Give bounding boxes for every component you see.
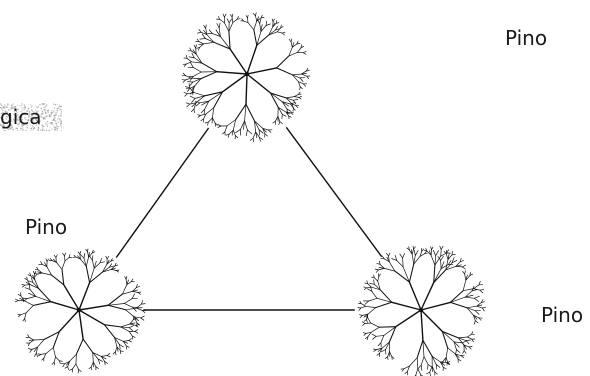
tree-symbol-left [15,249,146,373]
node-label-top: Pino [505,26,547,50]
cropped-textured-label: gica [0,103,62,131]
connection-top-left [116,128,208,258]
tree-symbol-right [358,246,486,376]
node-label-right: Pino [541,303,583,327]
node-label-left: Pino [25,215,67,239]
connections [116,127,381,310]
tree-symbols [15,13,486,376]
cropped-label-text: gica [0,105,42,129]
connection-top-right [286,127,381,256]
tree-symbol-top [182,13,310,142]
